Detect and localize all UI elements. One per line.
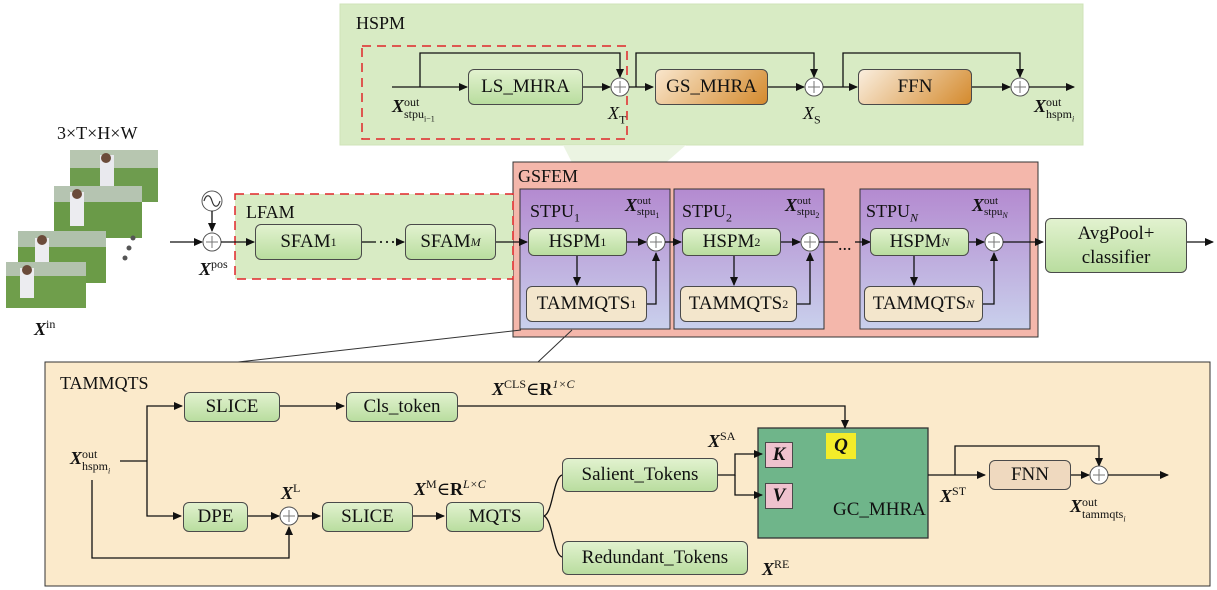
xre-label: XRE (762, 560, 789, 578)
gc-mhra-label: GC_MHRA (833, 500, 926, 519)
xcls-label: XCLS∈R1×C (492, 380, 574, 398)
stpu-n-title: STPUN (866, 202, 918, 220)
stpu-2-title: STPU2 (682, 202, 732, 220)
stpu-1-title: STPU1 (530, 202, 580, 220)
tammqts-output-label: X out tammqtsi (1070, 496, 1126, 520)
slice-top-box: SLICE (184, 392, 280, 422)
redundant-tokens-box: Redundant_Tokens (562, 541, 748, 575)
gsfem-title: GSFEM (518, 167, 578, 185)
fnn-box: FNN (989, 460, 1071, 490)
hspm-input-label: X out stpui−1 (392, 96, 435, 120)
stpu-n-output: X out stpuN (972, 196, 1008, 218)
xm-label: XM∈RL×C (414, 480, 486, 498)
ffn-box: FFN (858, 69, 972, 105)
xst-label: XST (940, 487, 966, 505)
hspm-output-label: X out hspmi (1034, 96, 1074, 120)
lfam-title: LFAM (246, 203, 295, 221)
dpe-box: DPE (183, 502, 248, 532)
v-box: V (765, 483, 793, 509)
input-var: Xin (34, 320, 55, 338)
tammqts-title: TAMMQTS (60, 374, 149, 392)
cls-token-box: Cls_token (346, 392, 458, 422)
salient-tokens-box: Salient_Tokens (562, 458, 718, 492)
video-frames (6, 150, 158, 308)
input-dims: 3×T×H×W (57, 124, 137, 142)
xsa-label: XSA (708, 432, 735, 450)
xl-label: XL (281, 484, 300, 502)
gs-mhra-box: GS_MHRA (655, 69, 768, 105)
k-box: K (765, 442, 793, 468)
xt-label: XT (608, 104, 626, 122)
ls-mhra-box: LS_MHRA (468, 69, 583, 105)
hspm-title: HSPM (356, 14, 405, 32)
q-box: Q (826, 433, 856, 459)
slice-bottom-box: SLICE (322, 502, 413, 532)
stpu-ellipsis: ... (838, 235, 852, 253)
avgpool-classifier-box: AvgPool+classifier (1045, 218, 1187, 273)
stpu-2-output: X out stpu2 (785, 196, 819, 218)
stpu-1-output: X out stpu1 (625, 196, 659, 218)
mqts-box: MQTS (446, 502, 544, 532)
xs-label: XS (803, 104, 821, 122)
tammqts-input-label: X out hspmi (70, 448, 110, 472)
lfam-ellipsis: ··· (378, 233, 396, 251)
pos-label: Xpos (199, 260, 228, 278)
